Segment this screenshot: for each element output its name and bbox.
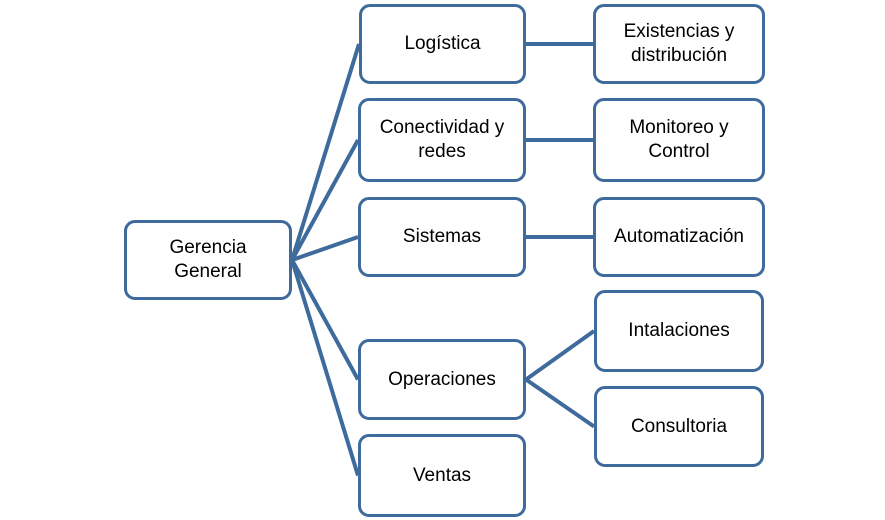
node-consultoria: Consultoria (594, 386, 764, 467)
connector-operaciones-to-consultoria (524, 377, 596, 429)
node-label: Operaciones (388, 368, 496, 390)
node-logistica: Logística (359, 4, 526, 84)
connector-gerencia-general-to-logistica (290, 43, 361, 261)
node-monitoreo-control: Monitoreo y Control (593, 98, 765, 182)
node-label: Gerencia General (169, 237, 247, 282)
node-gerencia-general: Gerencia General (124, 220, 292, 300)
node-existencias-distribucion: Existencias y distribución (593, 4, 765, 84)
node-ventas: Ventas (358, 434, 526, 517)
connector-gerencia-general-to-sistemas (291, 235, 359, 262)
node-label: Existencias y distribución (623, 21, 735, 66)
node-sistemas: Sistemas (358, 197, 526, 277)
node-label: Conectividad y redes (379, 117, 505, 162)
node-label: Consultoria (630, 415, 728, 437)
connector-gerencia-general-to-ventas (290, 259, 360, 477)
node-label: Logística (404, 33, 481, 55)
node-conectividad-redes: Conectividad y redes (358, 98, 526, 182)
connector-operaciones-to-intalaciones (524, 329, 596, 382)
node-automatizacion: Automatización (593, 197, 765, 277)
node-label: Sistemas (402, 226, 482, 248)
connector-gerencia-general-to-operaciones (290, 259, 360, 381)
node-label: Monitoreo y Control (629, 117, 729, 162)
node-intalaciones: Intalaciones (594, 290, 764, 372)
connector-gerencia-general-to-conectividad-redes (290, 139, 360, 261)
node-label: Automatización (614, 226, 744, 248)
node-operaciones: Operaciones (358, 339, 526, 420)
node-label: Ventas (412, 464, 472, 486)
node-label: Intalaciones (628, 320, 730, 342)
